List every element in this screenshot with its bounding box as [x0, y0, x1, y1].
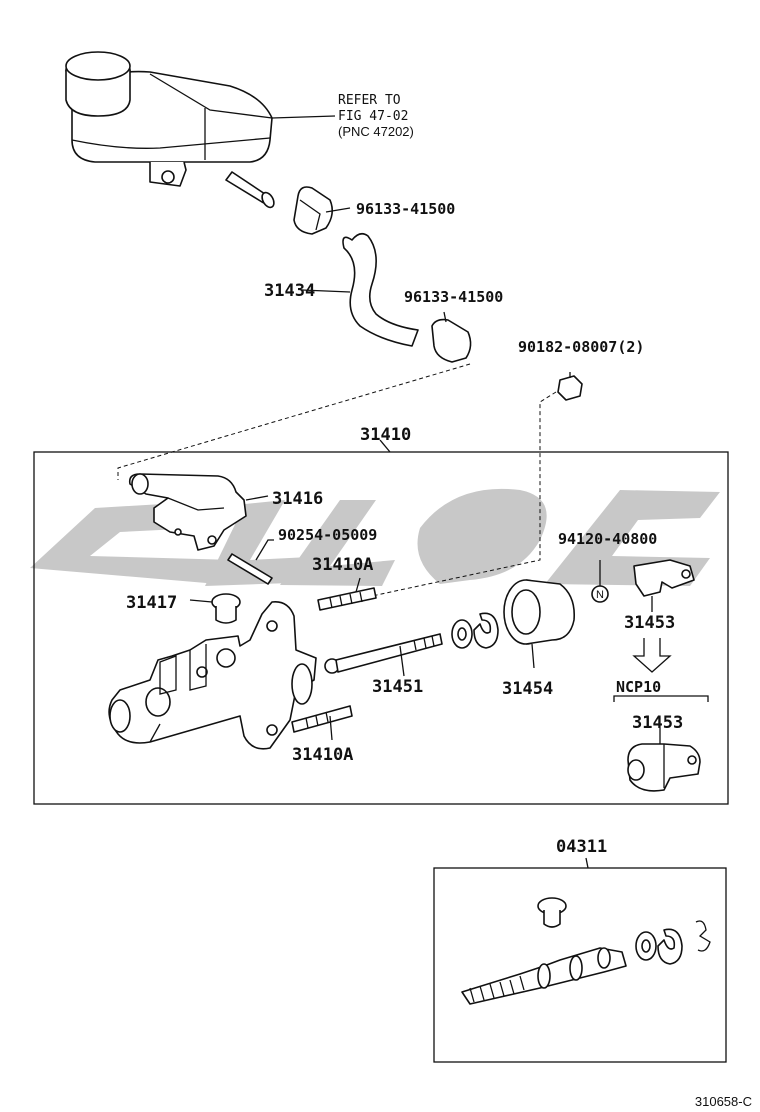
- cylinder-frame: [33, 451, 729, 805]
- svg-text:N: N: [596, 589, 604, 601]
- label-plug: 31417: [126, 593, 177, 613]
- boot: [503, 579, 576, 669]
- variant-bracket: [613, 695, 709, 702]
- label-variant: NCP10: [616, 678, 661, 696]
- reservoir-tank: [65, 51, 336, 209]
- label-pin: 90254-05009: [278, 526, 377, 544]
- repair-kit-parts: [461, 897, 711, 1005]
- hose: [301, 232, 419, 347]
- label-cylinder-assy: 31410: [360, 425, 411, 445]
- pin: [227, 539, 274, 585]
- label-n-part: 94120-40800: [558, 530, 657, 548]
- refer-to-line3: (PNC 47202): [338, 124, 414, 139]
- stud-lower: [291, 705, 353, 741]
- refer-to-line2: FIG 47-02: [338, 109, 408, 124]
- label-clamp-lower: 96133-41500: [404, 288, 503, 306]
- clevis-lower: [627, 728, 701, 792]
- clevis-upper: [633, 559, 695, 612]
- arrow-down-icon: [632, 638, 672, 673]
- label-inlet-union: 31416: [272, 489, 323, 509]
- label-stud-lower: 31410A: [292, 745, 353, 765]
- push-rod: [324, 633, 443, 677]
- clamp-upper: [293, 186, 351, 235]
- inlet-union: [128, 473, 269, 551]
- n-symbol: N: [591, 560, 609, 603]
- label-hose: 31434: [264, 281, 315, 301]
- figure-id: 310658-C: [695, 1094, 752, 1109]
- label-nut: 90182-08007(2): [518, 338, 644, 356]
- label-boot: 31454: [502, 679, 553, 699]
- washer-and-snap-ring: [451, 612, 499, 649]
- stud-upper: [317, 577, 377, 611]
- label-repair-kit: 04311: [556, 837, 607, 857]
- label-clevis-upper: 31453: [624, 613, 675, 633]
- label-push-rod: 31451: [372, 677, 423, 697]
- nut: [557, 372, 583, 401]
- label-clevis-lower: 31453: [632, 713, 683, 733]
- label-stud-upper: 31410A: [312, 555, 373, 575]
- repair-kit-frame: [433, 867, 727, 1063]
- refer-to-line1: REFER TO: [338, 93, 401, 108]
- clamp-lower: [431, 311, 472, 363]
- plug: [189, 593, 241, 624]
- cylinder-body: [108, 600, 317, 750]
- label-clamp-upper: 96133-41500: [356, 200, 455, 218]
